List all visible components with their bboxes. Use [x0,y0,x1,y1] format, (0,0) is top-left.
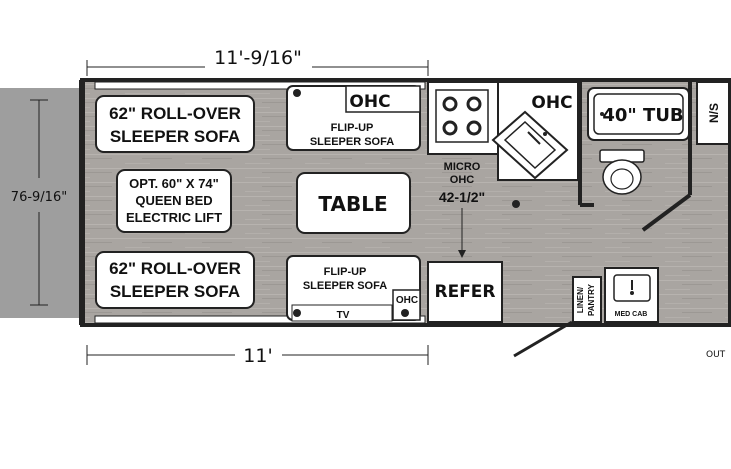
top-width-label: 11'-9/16" [214,47,302,69]
bed-line1: OPT. 60" X 74" [129,176,219,191]
bath-door [642,193,691,232]
table-label: TABLE [318,192,387,216]
sink-icon [491,110,569,180]
linen-pantry [572,276,602,323]
sofa-top [95,95,255,153]
flip-top-line1: FLIP-UP [331,122,374,134]
tub-label: 40" TUB [602,105,683,126]
stove-icon [435,89,489,143]
tv-box [291,304,393,322]
tub-drain-icon [600,112,604,116]
flip-bottom-line1: FLIP-UP [324,266,367,278]
tub-basin [593,93,684,135]
top-width-dimension [86,60,429,76]
bottom-width-label: 11' [243,345,272,367]
height-label: 76-9/16" [11,190,67,205]
height-dimension [30,99,48,306]
speaker-icon [401,309,409,317]
sofa-bottom-line1: 62" ROLL-OVER [109,259,241,278]
bathtub [587,87,690,141]
med-cab-label: MED CAB [615,311,648,318]
sofa-top-line2: SLEEPER SOFA [110,127,240,146]
linen-line2: PANTRY [587,283,596,316]
ramp-door [0,88,80,318]
top-wall-window [94,81,426,324]
bed-line3: ELECTRIC LIFT [126,210,222,225]
flip-top-line2: SLEEPER SOFA [310,136,394,148]
refer-label: REFER [434,282,495,302]
arrow-icon [458,250,466,258]
micro-dimension: 42-1/2" [439,189,485,205]
ohc-bottom-label: OHC [396,295,418,306]
dinette-table [296,172,411,234]
floor-drain-icon [512,200,520,208]
ohc-top-label: OHC [349,92,390,112]
sofa-bottom [95,251,255,309]
sink-icon [613,274,651,302]
linen-line1: LINEN/ [576,286,585,313]
refrigerator [427,261,503,323]
micro-line2: OHC [450,174,475,186]
ohc-top-box [345,85,421,113]
outside-label: OUT [706,350,726,360]
queen-bed [116,169,232,233]
sofa-top-line1: 62" ROLL-OVER [109,104,241,123]
bottom-width-dimension [86,345,429,365]
ohc-kitchen-label: OHC [531,93,572,113]
speaker-icon [293,309,301,317]
bed-line2: QUEEN BED [135,193,212,208]
sofa-bottom-line2: SLEEPER SOFA [110,282,240,301]
ns-label: N/S [707,103,721,123]
nightstand [696,81,730,145]
entry-door [513,320,573,358]
exterior-walls [79,78,731,327]
flip-bottom-line2: SLEEPER SOFA [303,280,387,292]
toilet-icon [599,149,645,195]
speaker-icon [293,89,301,97]
tv-label: TV [337,310,350,321]
micro-line1: MICRO [444,161,481,173]
